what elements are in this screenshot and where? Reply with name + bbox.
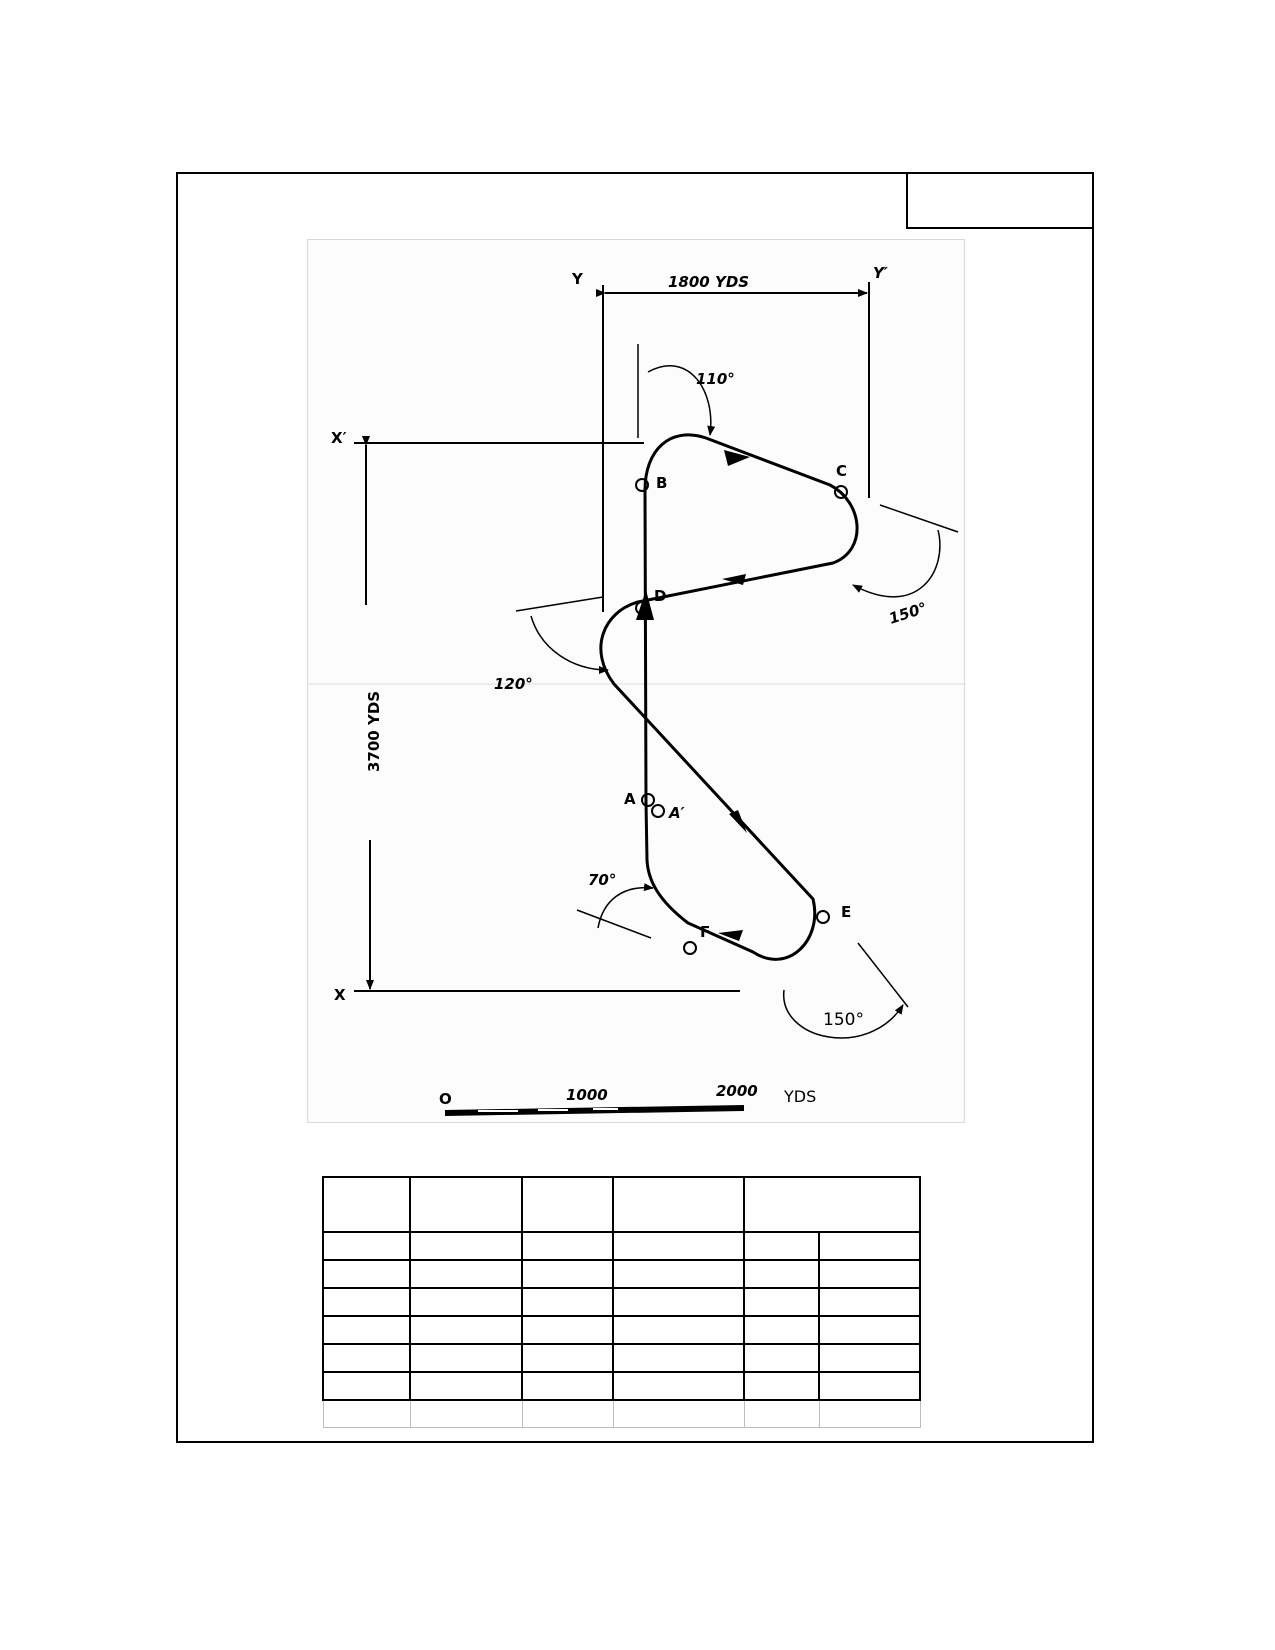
table-cell [322, 1371, 411, 1401]
table-cell [612, 1259, 745, 1289]
table-cell [743, 1399, 820, 1428]
blank-data-table [322, 1176, 921, 1428]
table-cell [743, 1231, 820, 1261]
table-cell [409, 1176, 523, 1233]
table-cell [612, 1176, 745, 1233]
point-a: A [624, 790, 636, 808]
table-row [322, 1371, 921, 1401]
table-row [322, 1231, 921, 1261]
table-cell [322, 1176, 411, 1233]
angle-right: 150° [887, 599, 929, 628]
point-d: D [654, 587, 666, 605]
width-dimension [596, 282, 870, 612]
table-row [322, 1287, 921, 1317]
table-cell [521, 1343, 614, 1373]
table-cell [743, 1259, 820, 1289]
height-label: 3700 YDS [365, 691, 383, 772]
point-a-prime: A′ [668, 804, 685, 822]
height-dimension [354, 436, 740, 992]
point-e: E [841, 903, 851, 921]
width-label: 1800 YDS [668, 273, 749, 291]
table-cell [818, 1231, 921, 1261]
table-row [322, 1259, 921, 1289]
scale-mid: 1000 [566, 1086, 608, 1104]
table-cell [322, 1231, 411, 1261]
table-cell [409, 1399, 523, 1428]
label-x: X [334, 986, 346, 1004]
reference-lines [515, 344, 959, 1008]
table-cell [521, 1315, 614, 1345]
table-cell [322, 1259, 411, 1289]
scale-zero: O [439, 1090, 452, 1108]
table-cell [743, 1343, 820, 1373]
table-row [322, 1399, 921, 1428]
table-cell [409, 1287, 523, 1317]
table-cell [322, 1315, 411, 1345]
table-cell [818, 1343, 921, 1373]
table-cell [409, 1231, 523, 1261]
table-cell [743, 1287, 820, 1317]
table-cell [612, 1231, 745, 1261]
table-cell [322, 1343, 411, 1373]
angle-top: 110° [696, 370, 735, 388]
point-b: B [656, 474, 667, 492]
table-cell [322, 1399, 411, 1428]
point-f: F [700, 923, 710, 941]
table-cell [612, 1315, 745, 1345]
table-cell [409, 1259, 523, 1289]
scale-max: 2000 [716, 1082, 758, 1100]
label-y-prime: Y′ [873, 264, 888, 282]
table-cell [612, 1399, 745, 1428]
table-cell [743, 1176, 921, 1233]
table-cell [521, 1399, 614, 1428]
angle-arcs [530, 365, 941, 1039]
table-cell [743, 1371, 820, 1401]
table-cell [818, 1287, 921, 1317]
maneuver-diagram-panel: Y Y′ 1800 YDS X′ X 3700 YDS [307, 239, 966, 1123]
table-cell [521, 1371, 614, 1401]
table-cell [521, 1287, 614, 1317]
table-cell [743, 1315, 820, 1345]
table-cell [612, 1287, 745, 1317]
table-header-row [322, 1176, 921, 1233]
table-cell [409, 1371, 523, 1401]
scale-unit: YDS [783, 1087, 816, 1106]
table-cell [612, 1343, 745, 1373]
table-cell [409, 1315, 523, 1345]
angle-bottom-right: 150° [823, 1010, 864, 1030]
label-y: Y [571, 270, 584, 288]
table-cell [521, 1176, 614, 1233]
point-c: C [836, 462, 847, 480]
angle-bottom-left: 70° [588, 871, 616, 889]
table-cell [818, 1315, 921, 1345]
corner-box [906, 172, 1094, 229]
page-frame [176, 172, 1094, 1443]
table-cell [521, 1259, 614, 1289]
table-row [322, 1315, 921, 1345]
angle-left: 120° [494, 675, 533, 693]
label-x-prime: X′ [331, 429, 347, 447]
table-cell [818, 1371, 921, 1401]
direction-arrows [636, 450, 750, 941]
table-cell [409, 1343, 523, 1373]
table-row [322, 1343, 921, 1373]
maneuver-track [599, 433, 859, 961]
scale-bar [444, 1105, 745, 1116]
table-cell [818, 1399, 921, 1428]
table-cell [521, 1231, 614, 1261]
table-cell [612, 1371, 745, 1401]
maneuver-diagram: Y Y′ 1800 YDS X′ X 3700 YDS [308, 264, 966, 1116]
table-cell [818, 1259, 921, 1289]
station-markers [635, 478, 848, 955]
table-cell [322, 1287, 411, 1317]
